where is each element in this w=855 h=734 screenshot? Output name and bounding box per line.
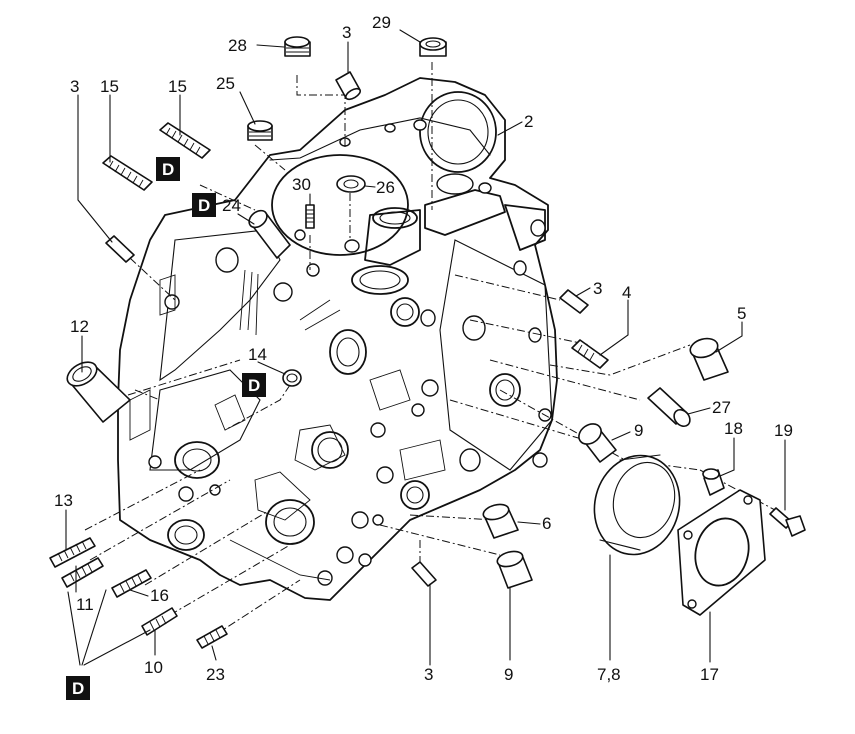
callout-3-left: 3 <box>70 77 79 96</box>
callout-3-bottom: 3 <box>424 665 433 684</box>
callout-6: 6 <box>542 514 551 533</box>
callout-3-top: 3 <box>342 23 351 42</box>
svg-text:D: D <box>198 196 210 215</box>
part-26-washer <box>336 175 366 193</box>
part-3-dowel-top <box>335 71 362 101</box>
part-9-seal-upper <box>578 423 617 463</box>
callout-16: 16 <box>150 586 169 605</box>
part-23-stud <box>196 625 228 649</box>
callout-17: 17 <box>700 665 719 684</box>
part-14-plug <box>282 369 302 387</box>
part-30-stud <box>305 204 315 229</box>
leader-lines <box>65 29 786 666</box>
part-3-dowel-bottom <box>411 561 437 587</box>
callout-15-a: 15 <box>100 77 119 96</box>
part-13-stud <box>49 537 96 568</box>
d-tags: D D D D <box>66 157 266 700</box>
callout-9-lower: 9 <box>504 665 513 684</box>
svg-text:D: D <box>162 160 174 179</box>
part-7-8-seal-ring <box>593 454 681 556</box>
assembly-lines <box>84 62 776 636</box>
part-29-plug <box>419 37 447 57</box>
callout-4: 4 <box>622 283 631 302</box>
d-tag-4: D <box>66 676 90 700</box>
part-12-sleeve <box>66 361 131 423</box>
part-15-stud-lower <box>102 155 153 191</box>
callout-27: 27 <box>712 398 731 417</box>
part-5-bushing <box>689 337 729 381</box>
d-tag-1: D <box>156 157 180 181</box>
callout-12: 12 <box>70 317 89 336</box>
part-11-stud <box>61 557 104 588</box>
part-16-stud <box>111 569 152 598</box>
svg-text:D: D <box>72 679 84 698</box>
d-tag-2: D <box>192 193 216 217</box>
part-4-fitting <box>571 339 609 369</box>
callout-13: 13 <box>54 491 73 510</box>
part-3-dowel-right <box>559 289 589 314</box>
part-15-stud-upper <box>159 122 211 159</box>
part-28-plug <box>284 36 311 57</box>
callout-10: 10 <box>144 658 163 677</box>
callout-25: 25 <box>216 74 235 93</box>
callout-18: 18 <box>724 419 743 438</box>
crankcase-housing <box>117 77 558 601</box>
callout-29: 29 <box>372 13 391 32</box>
callout-15-b: 15 <box>168 77 187 96</box>
callout-24: 24 <box>222 196 241 215</box>
callout-30: 30 <box>292 175 311 194</box>
callout-5: 5 <box>737 304 746 323</box>
callout-9-upper: 9 <box>634 421 643 440</box>
part-18-plug <box>702 468 725 496</box>
part-17-gasket <box>677 489 766 616</box>
callout-11: 11 <box>76 595 94 614</box>
part-27-bushing <box>647 387 691 428</box>
part-9-seal-lower <box>496 550 533 589</box>
callout-7-8: 7,8 <box>597 665 621 684</box>
callout-28: 28 <box>228 36 247 55</box>
callout-23: 23 <box>206 665 225 684</box>
callout-3-right: 3 <box>593 279 602 298</box>
part-6-bushing <box>482 503 519 539</box>
callout-14: 14 <box>248 345 267 364</box>
part-25-plug <box>247 120 273 141</box>
callout-2: 2 <box>524 112 533 131</box>
part-19-bolt <box>769 507 806 537</box>
callout-labels: 28 3 29 25 3 15 15 2 30 26 24 3 4 5 12 1… <box>54 13 793 684</box>
d-tag-3: D <box>242 373 266 397</box>
callout-26: 26 <box>376 178 395 197</box>
svg-text:D: D <box>248 376 260 395</box>
callout-19: 19 <box>774 421 793 440</box>
part-3-dowel-left <box>105 235 135 263</box>
